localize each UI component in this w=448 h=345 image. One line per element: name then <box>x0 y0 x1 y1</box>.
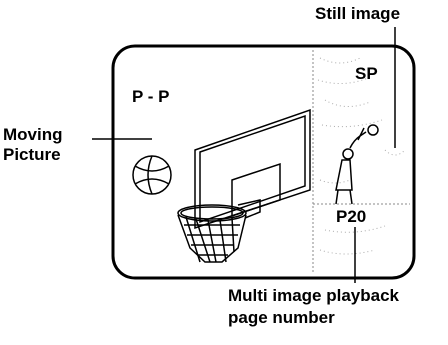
page-number-text: P20 <box>336 207 367 226</box>
picture-label: Picture <box>3 145 61 164</box>
tv-screen-frame <box>111 44 416 280</box>
basketball-icon <box>132 155 172 195</box>
still-image-texture <box>317 57 406 255</box>
sp-text: SP <box>355 64 378 83</box>
page-number-label: page number <box>228 308 335 327</box>
pp-mode-text: P - P <box>132 87 170 106</box>
multi-image-label: Multi image playback <box>228 286 399 305</box>
moving-label: Moving <box>3 125 63 144</box>
sub-screen-divider <box>312 50 410 274</box>
backboard <box>194 108 311 230</box>
player-figure <box>335 124 379 205</box>
basketball-hoop <box>177 199 261 263</box>
still-image-label: Still image <box>315 4 401 23</box>
